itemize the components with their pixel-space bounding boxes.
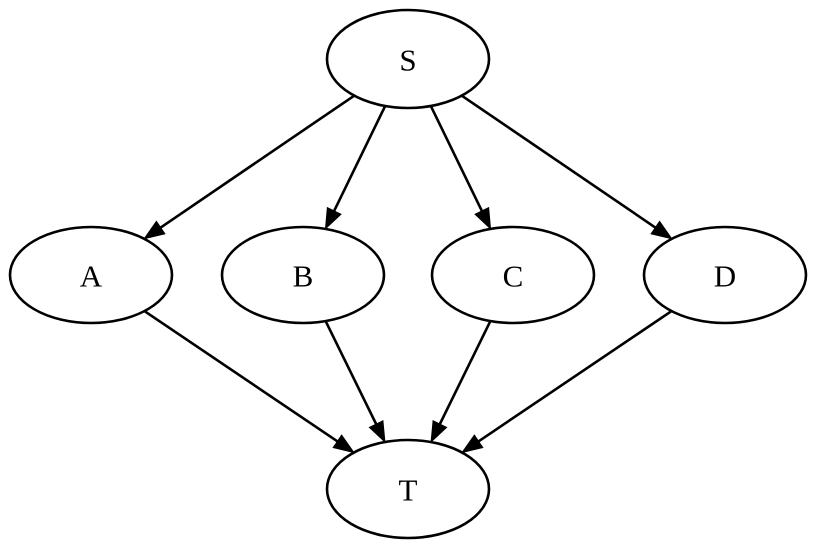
- node-ellipse[interactable]: [642, 225, 808, 325]
- edge-line: [429, 105, 484, 214]
- edge-line: [158, 94, 355, 230]
- arrowhead-icon: [332, 434, 355, 454]
- node-ellipse[interactable]: [430, 225, 596, 325]
- edge-line: [461, 94, 658, 230]
- graph-node-t[interactable]: T: [325, 438, 491, 540]
- graph-edge-s-c: [429, 105, 492, 231]
- node-ellipse[interactable]: [325, 438, 491, 540]
- graph-edge-b-t: [324, 320, 386, 444]
- arrowhead-icon: [324, 206, 342, 231]
- edge-line: [143, 309, 340, 444]
- graph-node-a[interactable]: A: [8, 225, 174, 325]
- arrowhead-icon: [143, 220, 166, 240]
- graph-node-c[interactable]: C: [430, 225, 596, 325]
- arrowhead-icon: [650, 220, 673, 240]
- graph-edge-d-t: [461, 309, 673, 454]
- graph-edge-s-d: [461, 94, 673, 240]
- graph-edge-a-t: [143, 309, 355, 454]
- graph-node-d[interactable]: D: [642, 225, 808, 325]
- node-ellipse[interactable]: [220, 225, 386, 325]
- graph-edge-s-a: [143, 94, 355, 240]
- edge-line: [332, 105, 387, 214]
- edges-layer: [143, 94, 673, 454]
- graph-node-s[interactable]: S: [325, 8, 491, 110]
- arrowhead-icon: [461, 434, 484, 454]
- node-ellipse[interactable]: [8, 225, 174, 325]
- node-ellipse[interactable]: [325, 8, 491, 110]
- graph-edge-s-b: [324, 105, 387, 231]
- graph-node-b[interactable]: B: [220, 225, 386, 325]
- arrowhead-icon: [430, 420, 448, 444]
- graph-edge-c-t: [430, 320, 492, 444]
- arrowhead-icon: [368, 420, 386, 444]
- edge-line: [324, 320, 379, 427]
- edge-line: [476, 309, 673, 444]
- arrowhead-icon: [474, 206, 492, 231]
- edge-line: [437, 320, 492, 427]
